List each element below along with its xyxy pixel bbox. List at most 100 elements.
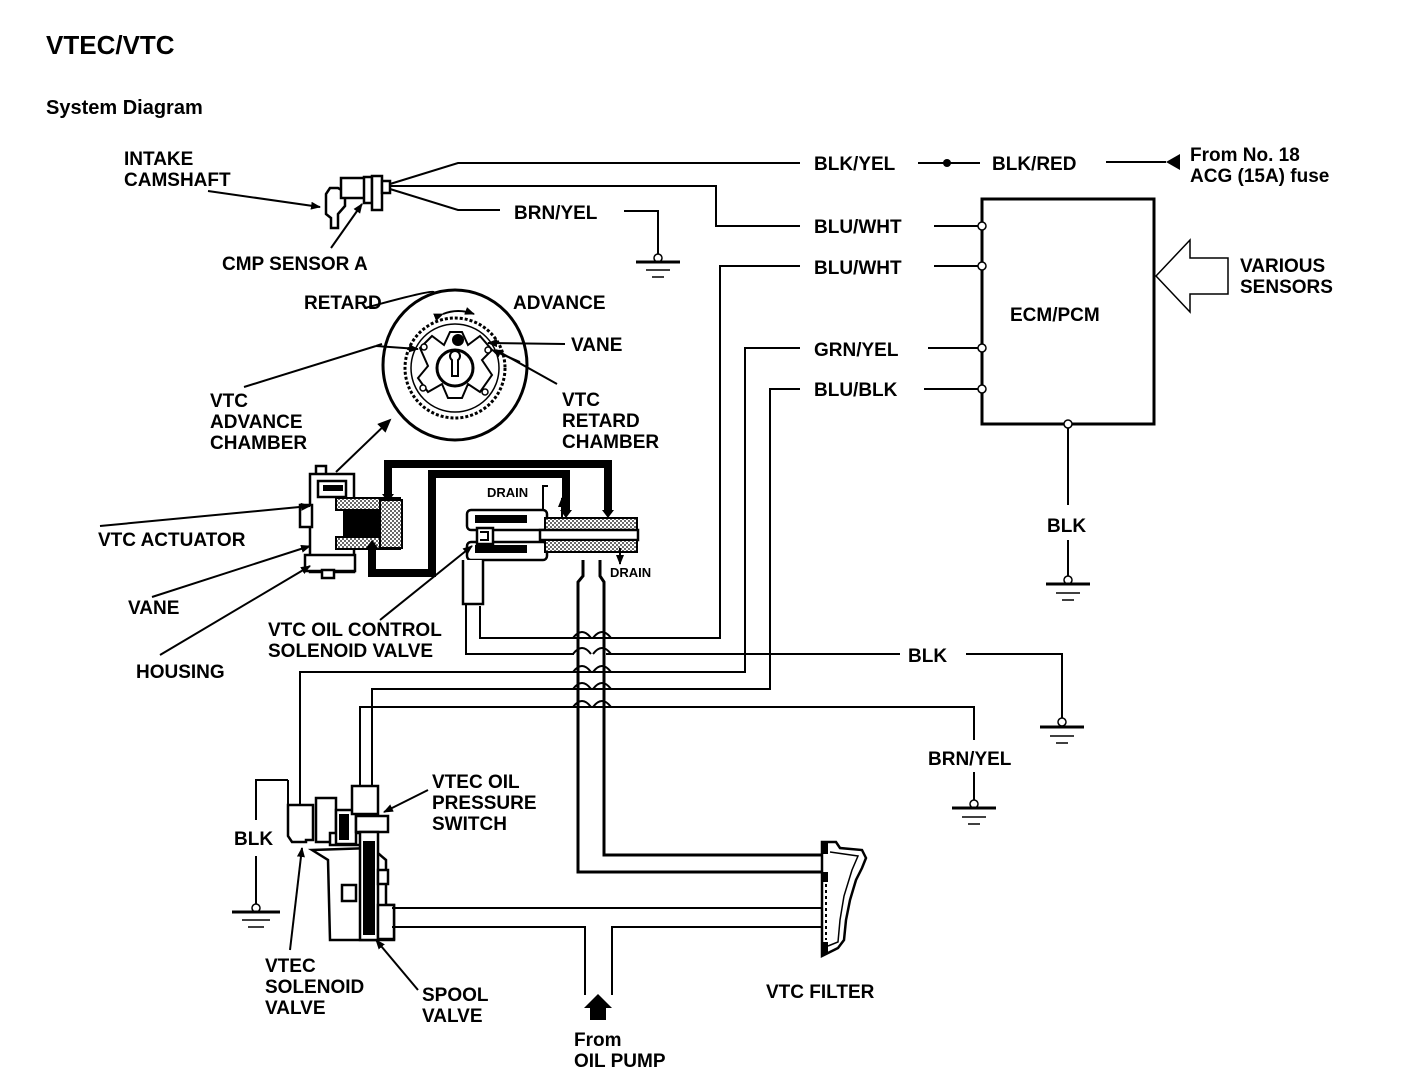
vtec-solenoid-valve-label: VTEC SOLENOID VALVE: [265, 956, 364, 1019]
svg-text:VALVE: VALVE: [265, 998, 326, 1019]
svg-text:INTAKE: INTAKE: [124, 149, 193, 170]
wire-grn-yel-label: GRN/YEL: [814, 340, 899, 361]
svg-text:SENSORS: SENSORS: [1240, 277, 1333, 298]
wire-brn-yel-bottom-line: [359, 706, 975, 790]
svg-text:VTC: VTC: [210, 391, 248, 412]
svg-text:VALVE: VALVE: [422, 1006, 483, 1027]
wire-blu-wht-1-label: BLU/WHT: [814, 217, 902, 238]
ecm-terminal-icon: [977, 384, 987, 394]
wire-blk-yel-line: [389, 162, 800, 185]
housing-leader: [159, 565, 311, 656]
vtec-oil-pressure-switch-leader: [383, 789, 429, 813]
oil-supply-pipe: [572, 560, 828, 874]
wire-brn-yel-bottom-label: BRN/YEL: [928, 749, 1012, 770]
vtc-filter-label: VTC FILTER: [766, 982, 875, 1003]
vtc-oil-control-leader: [379, 545, 473, 621]
svg-text:CHAMBER: CHAMBER: [562, 432, 659, 453]
vane-bottom-leader: [151, 544, 311, 598]
oil-pump-label: From OIL PUMP: [574, 1030, 666, 1072]
vtec-oil-pressure-switch-label: VTEC OIL PRESSURE SWITCH: [432, 772, 537, 835]
page-title: VTEC/VTC: [46, 30, 175, 60]
ground-icon: [1046, 575, 1090, 601]
svg-text:CHAMBER: CHAMBER: [210, 433, 307, 454]
wire-brn-yel-top-label: BRN/YEL: [514, 203, 598, 224]
cmp-sensor-leader: [330, 203, 363, 249]
ecm-terminal-icon: [1063, 419, 1073, 429]
drain-top-line: [542, 485, 548, 510]
svg-text:VTEC: VTEC: [265, 956, 316, 977]
svg-text:From: From: [574, 1030, 622, 1051]
flow-arrow-icon: [366, 540, 378, 548]
cmp-sensor-icon: [324, 174, 392, 230]
intake-camshaft-leader: [207, 190, 321, 210]
wire-blu-wht-2-line: [479, 265, 800, 639]
housing-label: HOUSING: [136, 662, 225, 683]
ground-icon: [952, 799, 996, 825]
wire-blk-red-label: BLK/RED: [992, 154, 1076, 175]
rotation-arrow-icon: [433, 307, 475, 322]
retard-arrow-icon: [364, 290, 435, 309]
vtc-actuator-label: VTC ACTUATOR: [98, 530, 246, 551]
vtc-advance-chamber-label: VTC ADVANCE CHAMBER: [210, 391, 307, 454]
wire-blk-yel-label: BLK/YEL: [814, 154, 896, 175]
wire-blk-solenoid-ground-line: [966, 653, 1063, 718]
ground-icon: [1040, 717, 1084, 744]
svg-text:From No. 18: From No. 18: [1190, 145, 1300, 166]
svg-text:VARIOUS: VARIOUS: [1240, 256, 1325, 277]
flow-arrow-icon: [602, 510, 614, 518]
wire-grn-yel-line: [299, 347, 800, 805]
page-subtitle: System Diagram: [46, 97, 203, 119]
svg-text:VTC: VTC: [562, 390, 600, 411]
svg-text:RETARD: RETARD: [562, 411, 640, 432]
vtc-advance-chamber-leader-tip: [375, 344, 419, 353]
vtc-oil-control-solenoid-valve-icon: [461, 508, 640, 606]
vtc-retard-chamber-label: VTC RETARD CHAMBER: [562, 390, 659, 453]
wire-blk-solenoid-label: BLK: [908, 646, 947, 667]
ecm-terminal-icon: [977, 261, 987, 271]
wire-blu-blk-label: BLU/BLK: [814, 380, 898, 401]
cmp-sensor-label: CMP SENSOR A: [222, 254, 368, 275]
wire-blk-ecm-ground-label: BLK: [1047, 516, 1086, 537]
advance-label: ADVANCE: [513, 293, 606, 314]
wire-blu-blk-line: [371, 388, 800, 790]
vtc-actuator-icon: [298, 464, 403, 580]
vtc-filter-icon: [820, 840, 868, 959]
ecm-pcm-box: [980, 197, 1156, 426]
spool-valve-label: SPOOL VALVE: [422, 985, 489, 1027]
ecm-pcm-label: ECM/PCM: [1010, 305, 1100, 326]
spool-valve-leader: [375, 939, 419, 991]
oil-passage-advance: [384, 460, 612, 510]
svg-text:SOLENOID: SOLENOID: [265, 977, 364, 998]
wire-blu-wht-2-label: BLU/WHT: [814, 258, 902, 279]
vtec-solenoid-valve-icon: [286, 784, 396, 942]
wire-brn-yel-top-ground-line: [624, 210, 659, 255]
ground-icon: [232, 903, 280, 928]
drain-top-label: DRAIN: [487, 485, 528, 500]
vtc-oil-control-label: VTC OIL CONTROL SOLENOID VALVE: [268, 620, 442, 662]
flow-arrow-icon: [382, 494, 394, 502]
svg-text:CAMSHAFT: CAMSHAFT: [124, 170, 231, 191]
ecm-terminal-icon: [977, 221, 987, 231]
oil-passage-retard: [368, 470, 570, 577]
svg-text:SOLENOID VALVE: SOLENOID VALVE: [268, 641, 433, 662]
vtc-actuator-leader: [99, 502, 311, 527]
ecm-terminal-icon: [977, 343, 987, 353]
ground-icon: [636, 253, 680, 278]
retard-label: RETARD: [304, 293, 382, 314]
wire-blk-vtec-label: BLK: [234, 829, 273, 850]
svg-text:SPOOL: SPOOL: [422, 985, 489, 1006]
svg-text:VTEC OIL: VTEC OIL: [432, 772, 520, 793]
svg-text:VTC OIL CONTROL: VTC OIL CONTROL: [268, 620, 442, 641]
fuse-source-label: From No. 18 ACG (15A) fuse: [1190, 145, 1329, 187]
wire-brn-yel-top-line: [389, 188, 500, 211]
actuator-detail-arrow-icon: [335, 418, 392, 473]
svg-text:ACG (15A) fuse: ACG (15A) fuse: [1190, 166, 1329, 187]
vtc-retard-chamber-leader-tip: [491, 349, 521, 363]
drain-bottom-label: DRAIN: [610, 565, 651, 580]
oil-pump-pipe: [392, 907, 826, 995]
svg-text:ADVANCE: ADVANCE: [210, 412, 303, 433]
fuse-arrow-icon: [1166, 154, 1180, 170]
svg-text:PRESSURE: PRESSURE: [432, 793, 537, 814]
vtc-sprocket-icon: [381, 288, 529, 442]
vane-top-leader: [487, 339, 566, 348]
